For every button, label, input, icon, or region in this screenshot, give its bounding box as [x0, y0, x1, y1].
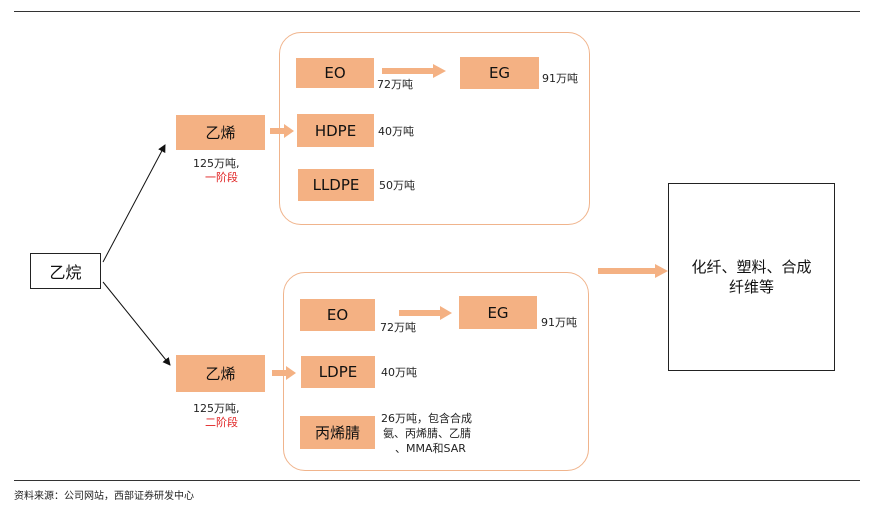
bottom-acn-note-1: 26万吨，包含合成: [381, 412, 472, 425]
arrow-to-end-use: [598, 264, 668, 278]
top-hdpe-capacity: 40万吨: [378, 125, 414, 138]
top-hdpe-node: HDPE: [297, 114, 374, 147]
bottom-eo-capacity: 72万吨: [380, 321, 416, 334]
bottom-eg-capacity: 91万吨: [541, 316, 577, 329]
top-capacity-label: 125万吨,: [193, 157, 240, 170]
bottom-eo-label: EO: [326, 306, 349, 324]
top-lldpe-label: LLDPE: [312, 176, 360, 194]
top-hdpe-label: HDPE: [314, 121, 357, 140]
bottom-acn-note-3: 、MMA和SAR: [395, 442, 466, 455]
top-eg-node: EG: [460, 57, 539, 89]
bottom-rule: [14, 480, 860, 481]
top-phase-label: 一阶段: [205, 171, 238, 184]
source-note: 资料来源：公司网站，西部证券研发中心: [14, 491, 194, 502]
bottom-ethylene-label: 乙烯: [205, 365, 236, 383]
bottom-capacity-label: 125万吨,: [193, 402, 240, 415]
top-lldpe-capacity: 50万吨: [379, 179, 415, 192]
bottom-ldpe-node: LDPE: [301, 356, 375, 388]
arrow-bottom-ethylene-to-ldpe: [272, 366, 296, 380]
top-eo-node: EO: [296, 58, 374, 88]
end-use-label: 化纤、塑料、合成纤维等: [691, 258, 812, 296]
bottom-ldpe-label: LDPE: [318, 363, 358, 381]
bottom-acrylonitrile-label: 丙烯腈: [314, 424, 360, 442]
bottom-acrylonitrile-node: 丙烯腈: [300, 416, 375, 449]
bottom-ethylene-node: 乙烯: [176, 355, 265, 392]
arrow-ethane-to-bottom-ethylene: [102, 281, 171, 366]
top-eo-label: EO: [324, 64, 346, 82]
bottom-acn-note-2: 氨、丙烯腈、乙腈: [383, 427, 471, 440]
bottom-eo-node: EO: [300, 299, 375, 331]
top-eg-label: EG: [488, 64, 511, 82]
top-ethylene-label: 乙烯: [205, 124, 236, 142]
top-rule: [14, 11, 860, 12]
ethane-label: 乙烷: [49, 263, 82, 282]
arrow-ethane-to-top-ethylene: [102, 144, 166, 263]
arrow-top-eo-to-eg: [382, 64, 446, 78]
ethane-node: 乙烷: [30, 253, 101, 289]
top-ethylene-node: 乙烯: [176, 115, 265, 150]
arrow-bottom-eo-to-eg: [399, 306, 452, 320]
top-eo-capacity: 72万吨: [377, 78, 413, 91]
top-lldpe-node: LLDPE: [298, 169, 374, 201]
bottom-eg-label: EG: [487, 303, 509, 322]
end-use-node: 化纤、塑料、合成纤维等: [668, 183, 835, 371]
bottom-eg-node: EG: [459, 296, 537, 329]
bottom-phase-label: 二阶段: [205, 416, 238, 429]
top-eg-capacity: 91万吨: [542, 72, 578, 85]
arrow-top-ethylene-to-hdpe: [270, 124, 294, 138]
bottom-ldpe-capacity: 40万吨: [381, 366, 417, 379]
